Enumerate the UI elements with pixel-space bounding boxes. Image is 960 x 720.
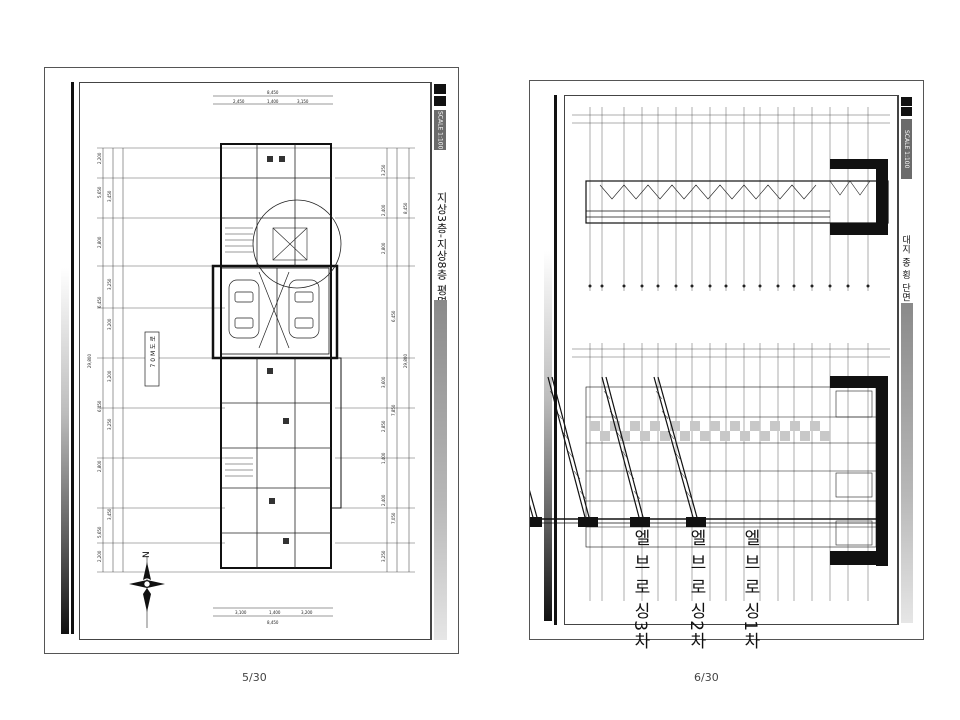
floor-plan-drawing: 2,200 5,650 3,450 2,800 6,450 3,250 3,20…	[87, 90, 415, 628]
dim-top-total: 8,450	[267, 90, 279, 95]
dim-bottom-total: 8,450	[267, 620, 279, 625]
road-label: 7 0 M 도 로	[150, 336, 157, 368]
title-block-mark	[434, 84, 446, 94]
dim-total-left: 29,800	[87, 354, 92, 368]
title-grey-block	[434, 300, 447, 640]
dim-left-11: 2,800	[97, 460, 102, 472]
dim-right-6: 3,600	[381, 376, 386, 388]
sheet-frame	[79, 82, 431, 640]
dim-left-1: 2,200	[97, 152, 102, 164]
dim-total-right: 29,800	[403, 354, 408, 368]
dim-right-5: 6,450	[391, 310, 396, 322]
section-sheet: SCALE 1:100 대지 종 횡 단면도	[529, 80, 924, 650]
north-arrow-icon	[129, 556, 165, 628]
dim-right-1: 3,250	[381, 164, 386, 176]
drawing-title: 대지 종 횡 단면도	[900, 235, 910, 312]
page-number: 6/30	[694, 671, 719, 684]
dim-top-2: 1,400	[267, 99, 279, 104]
dim-right-2: 2,400	[381, 204, 386, 216]
stage-label-2: 엘 브 로 싱2차	[686, 529, 706, 651]
stage-label-1: 엘 브 로 싱1차	[740, 529, 760, 651]
dim-left-3: 3,450	[107, 190, 112, 202]
dim-left-7: 3,200	[107, 318, 112, 330]
page-number: 5/30	[242, 671, 267, 684]
dim-right-12: 3,250	[381, 550, 386, 562]
scale-label: SCALE 1:100	[434, 110, 446, 150]
dim-bottom-2: 1,400	[269, 610, 281, 615]
title-block-mark	[434, 96, 446, 106]
dim-bottom-3: 3,200	[301, 610, 313, 615]
dim-left-6: 3,250	[107, 278, 112, 290]
sheet-margin-line	[71, 82, 74, 634]
dim-right-10: 2,400	[381, 494, 386, 506]
sheet-gradient-bar	[544, 251, 552, 621]
dim-top-1: 2,450	[233, 99, 245, 104]
compass-label: N	[142, 551, 152, 558]
sheet-margin-line	[554, 95, 557, 625]
dim-right-4: 2,800	[381, 242, 386, 254]
stage-label-3: 엘 브 로 싱3차	[630, 529, 650, 651]
section-drawing	[530, 107, 890, 601]
scale-label: SCALE 1:100	[901, 119, 912, 179]
dim-right-3: 8,450	[403, 202, 408, 214]
sheet-gradient-bar	[61, 268, 69, 634]
drawing-title: 지상3층-지상8층 평면도	[435, 192, 448, 319]
dim-right-9: 1,400	[381, 452, 386, 464]
crane-icon	[530, 376, 699, 522]
sheet-frame	[564, 95, 898, 625]
dim-left-4: 2,800	[97, 236, 102, 248]
dim-right-8: 7,850	[391, 404, 396, 416]
dim-right-7: 2,850	[381, 420, 386, 432]
dim-left-9: 6,450	[97, 400, 102, 412]
dim-bottom-1: 3,100	[235, 610, 247, 615]
dim-left-13: 5,650	[97, 526, 102, 538]
dim-left-12: 3,450	[107, 508, 112, 520]
title-strip: SCALE 1:100 지상3층-지상8층 평면도	[431, 82, 450, 640]
dim-right-11: 7,050	[391, 512, 396, 524]
dim-top-3: 3,150	[297, 99, 309, 104]
title-grey-block	[901, 303, 913, 623]
title-strip: SCALE 1:100 대지 종 횡 단면도	[898, 95, 915, 625]
floor-plan-sheet: SCALE 1:100 지상3층-지상8층 평면도	[44, 67, 459, 654]
dim-left-10: 3,250	[107, 418, 112, 430]
dim-left-14: 2,200	[97, 550, 102, 562]
title-block-mark	[901, 107, 912, 116]
dim-left-2: 5,650	[97, 186, 102, 198]
dim-left-5: 6,450	[97, 296, 102, 308]
dim-left-8: 3,200	[107, 370, 112, 382]
title-block-mark	[901, 97, 912, 106]
